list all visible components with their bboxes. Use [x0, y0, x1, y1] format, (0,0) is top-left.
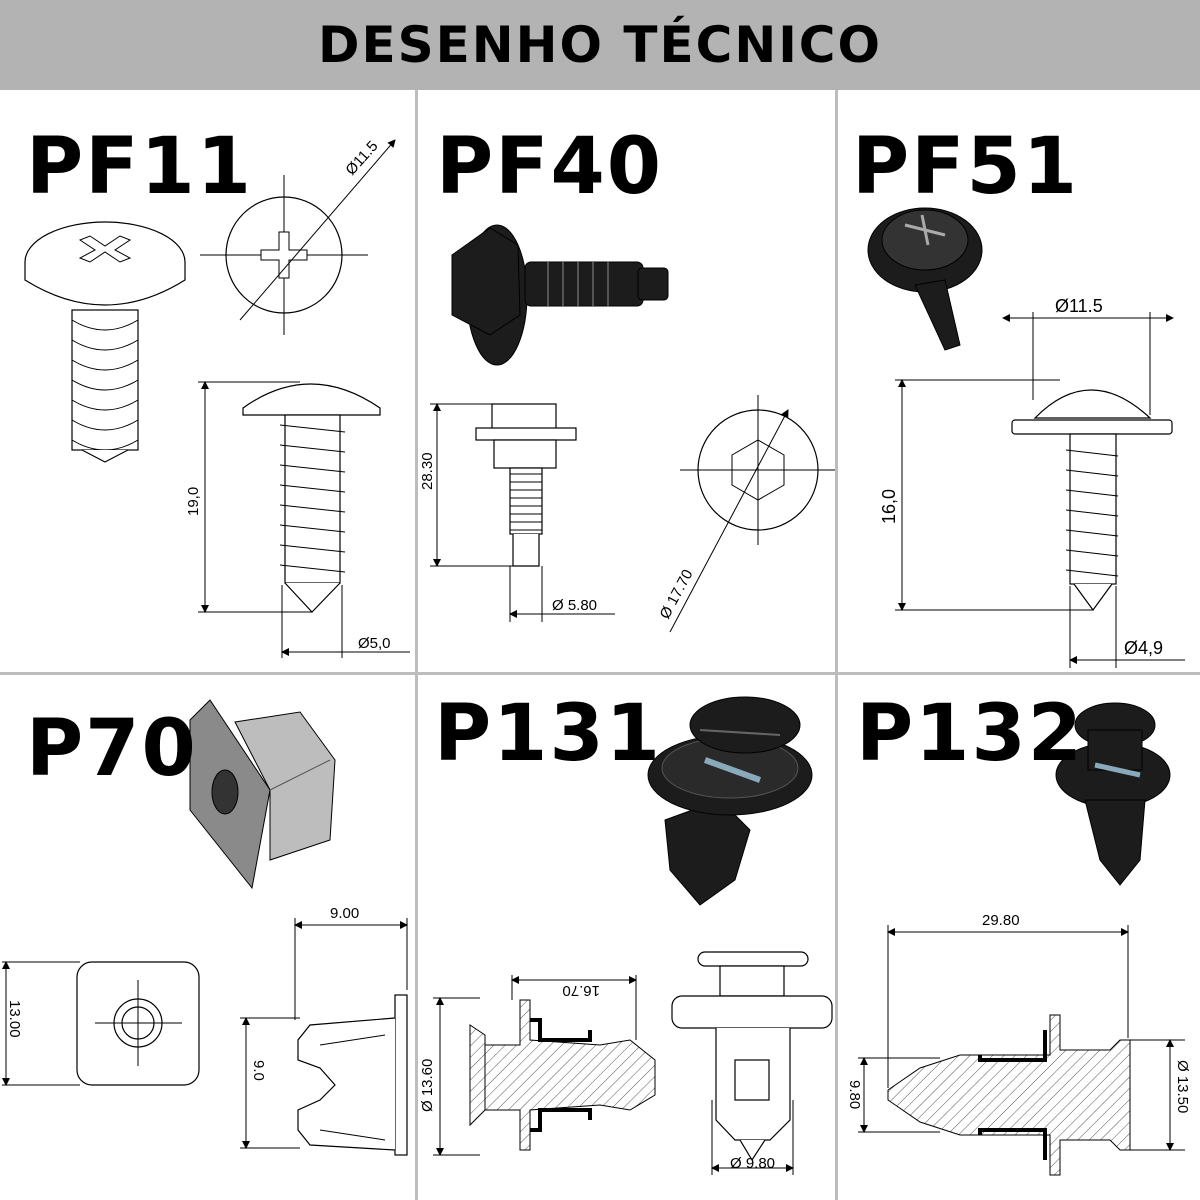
p132-length-label: 29.80: [982, 912, 1020, 929]
pf40-length-label: 28.30: [419, 452, 436, 490]
divider-vertical-2: [835, 90, 838, 1200]
p132-head-diameter-label: Ø 13.50: [1174, 1060, 1191, 1113]
pf40-top-view: [669, 395, 835, 633]
part-code-pf51: PF51: [852, 122, 1079, 212]
pf40-render: [451, 224, 669, 366]
pf11-thread-render: [71, 309, 139, 463]
p132-render: [1055, 702, 1171, 886]
pf51-shank-diameter-label: Ø4,9: [1124, 638, 1163, 658]
p70-width-label: 9.00: [330, 905, 359, 922]
pf11-shank-diameter-label: Ø5,0: [358, 635, 391, 652]
part-code-pf11: PF11: [26, 122, 253, 212]
p132-inner-label: 9.80: [846, 1080, 863, 1109]
divider-vertical-1: [415, 90, 418, 1200]
p70-front-view: [2, 961, 200, 1086]
p131-length-label: 16.70: [562, 982, 600, 999]
pf11-render: [24, 221, 186, 463]
p70-render: [189, 699, 336, 890]
p70-height-label: 13.00: [6, 1000, 23, 1038]
part-code-p70: P70: [26, 704, 198, 794]
pf40-drawing: [430, 224, 835, 633]
p131-head-diameter-label: Ø 13.60: [419, 1059, 436, 1112]
p132-drawing: [858, 702, 1185, 1176]
pf11-head-diameter-label: Ø11.5: [342, 138, 381, 179]
pf40-shank-diameter-label: Ø 5.80: [552, 597, 597, 614]
p131-render: [647, 696, 813, 906]
pf51-head-diameter-label: Ø11.5: [1055, 296, 1103, 316]
p131-drawing: [433, 696, 833, 1175]
pf11-top-view: [200, 139, 396, 335]
part-code-pf40: PF40: [436, 122, 663, 212]
p131-tip-diameter-label: Ø 9.80: [730, 1155, 775, 1172]
pf51-render: [867, 207, 983, 351]
part-code-p132: P132: [856, 689, 1084, 779]
p131-section-view: [433, 975, 656, 1156]
header-bar: DESENHO TÉCNICO: [0, 0, 1200, 90]
pf11-drawing: [24, 139, 410, 658]
pf11-side-view: [198, 381, 410, 658]
pf11-length-label: 19,0: [185, 487, 202, 516]
part-code-p131: P131: [434, 689, 662, 779]
p132-section-view: [858, 925, 1185, 1176]
pf51-length-label: 16,0: [879, 489, 899, 524]
divider-horizontal: [0, 672, 1200, 675]
p131-side-view: [671, 951, 833, 1175]
p70-inner-label: 9.0: [250, 1060, 267, 1081]
pf51-side-view: [895, 312, 1185, 668]
page-title: DESENHO TÉCNICO: [317, 16, 883, 74]
pf51-drawing: [867, 207, 1185, 668]
p70-side-view: [240, 918, 408, 1156]
p70-drawing: [2, 699, 408, 1156]
pf40-side-view: [430, 403, 615, 622]
